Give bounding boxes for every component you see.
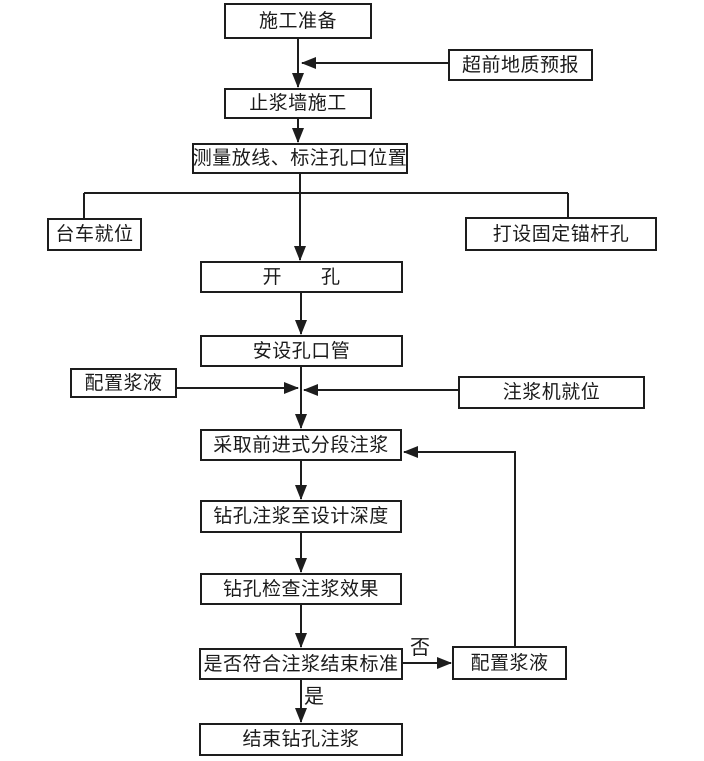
node-check-grout-effect: 钻孔检查注浆效果: [200, 573, 402, 605]
node-forward-segment-grouting: 采取前进式分段注浆: [200, 429, 402, 461]
node-grout-stop-wall: 止浆墙施工: [224, 88, 372, 119]
edge-label-no: 否: [410, 637, 430, 659]
node-geo-forecast: 超前地质预报: [448, 49, 593, 81]
node-survey-marking: 测量放线、标注孔口位置: [192, 143, 408, 174]
node-prepare-grout-left: 配置浆液: [70, 368, 177, 398]
node-construction-prep: 施工准备: [224, 3, 372, 39]
node-open-hole: 开 孔: [200, 261, 403, 293]
node-grouting-machine: 注浆机就位: [458, 376, 645, 409]
node-prepare-grout-right: 配置浆液: [452, 646, 567, 680]
node-anchor-holes: 打设固定锚杆孔: [465, 217, 657, 251]
node-decision-grout-end: 是否符合注浆结束标准: [199, 648, 403, 680]
node-trolley-position: 台车就位: [47, 218, 142, 251]
node-end-grouting: 结束钻孔注浆: [199, 723, 403, 756]
node-drill-grout-depth: 钻孔注浆至设计深度: [200, 500, 402, 533]
node-orifice-pipe: 安设孔口管: [200, 335, 403, 367]
edge-label-yes: 是: [304, 686, 324, 708]
edge-feedback-loop: [403, 446, 516, 646]
